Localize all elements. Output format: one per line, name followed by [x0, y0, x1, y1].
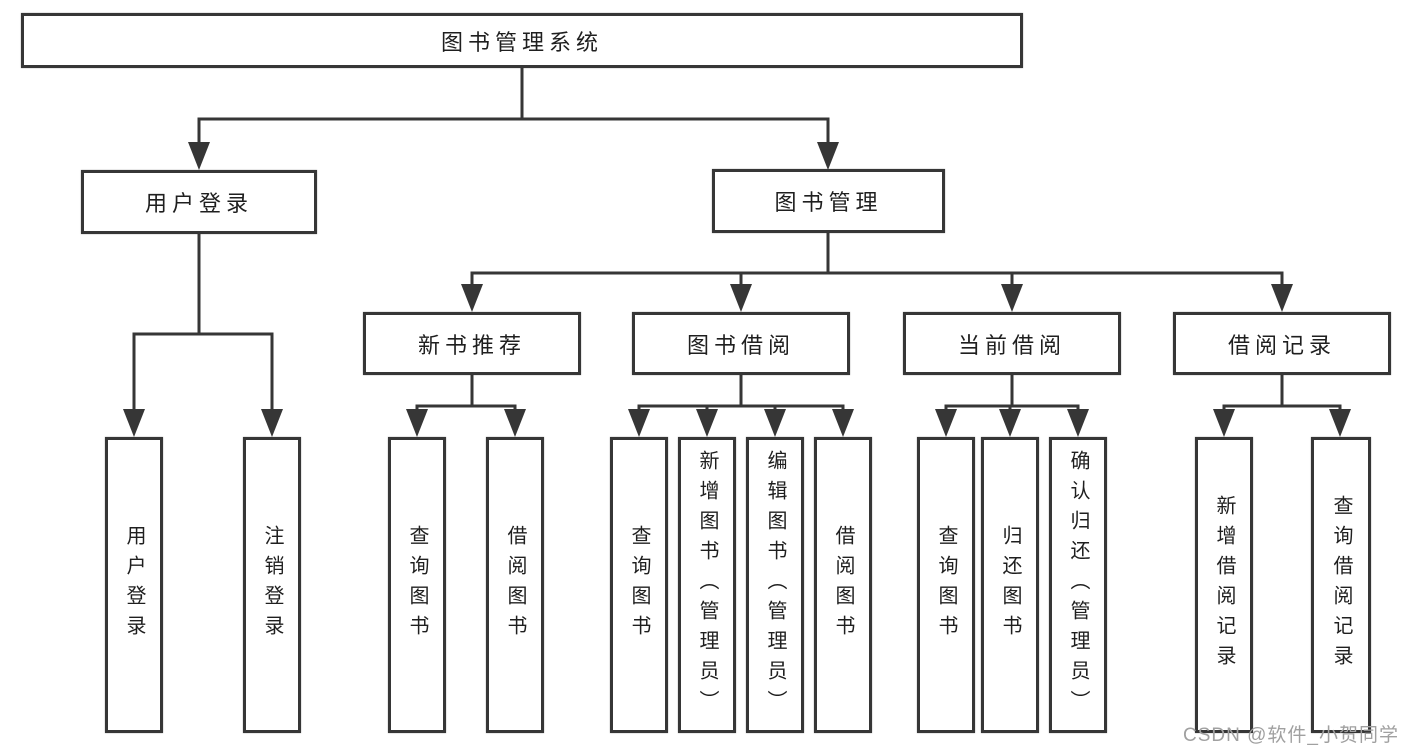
- connector-borrow-to-children: [637, 375, 845, 418]
- node-borrow-book-recommend: 借阅图书: [486, 437, 544, 733]
- node-edit-book-admin: 编辑图书（管理员）: [746, 437, 804, 733]
- node-query-book-borrow: 查询图书: [610, 437, 668, 733]
- node-new-book-recommend: 新书推荐: [363, 312, 581, 375]
- node-confirm-return-admin: 确认归还（管理员）: [1049, 437, 1107, 733]
- node-return-book: 归还图书: [981, 437, 1039, 733]
- node-user-login: 用户登录: [81, 170, 317, 234]
- connector-root-to-level2: [197, 68, 830, 150]
- node-query-borrow-record: 查询借阅记录: [1311, 437, 1371, 733]
- node-book-borrow: 图书借阅: [632, 312, 850, 375]
- node-query-book-current: 查询图书: [917, 437, 975, 733]
- arrowheads: [123, 142, 1351, 437]
- node-add-borrow-record: 新增借阅记录: [1195, 437, 1253, 733]
- node-user-login-action: 用户登录: [105, 437, 163, 733]
- node-query-book-recommend: 查询图书: [388, 437, 446, 733]
- node-book-management: 图书管理: [712, 169, 945, 233]
- connector-userlogin-to-children: [132, 234, 274, 415]
- node-current-borrow: 当前借阅: [903, 312, 1121, 375]
- node-logout-action: 注销登录: [243, 437, 301, 733]
- node-add-book-admin: 新增图书（管理员）: [678, 437, 736, 733]
- connector-bookmgmt-to-level3: [470, 233, 1284, 292]
- node-borrow-book: 借阅图书: [814, 437, 872, 733]
- csdn-watermark: CSDN @软件_小贺同学: [1183, 725, 1399, 746]
- node-borrow-records: 借阅记录: [1173, 312, 1391, 375]
- connector-recommend-to-children: [415, 375, 517, 418]
- connector-records-to-children: [1222, 375, 1342, 418]
- node-library-system: 图书管理系统: [21, 13, 1023, 68]
